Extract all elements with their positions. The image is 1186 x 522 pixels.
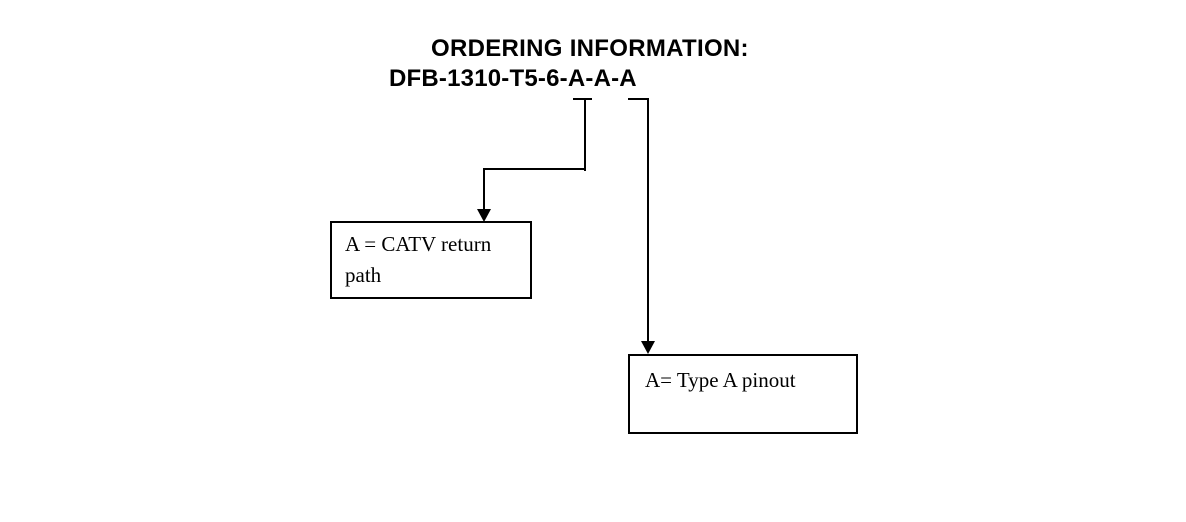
page-title: ORDERING INFORMATION: xyxy=(431,35,749,62)
callout-text-line: A= Type A pinout xyxy=(645,368,796,392)
connector-tick-vertical xyxy=(584,98,586,171)
callout-box-type-a-pinout: A= Type A pinout xyxy=(628,354,858,434)
arrow-down-icon xyxy=(641,341,655,354)
callout-text-line: path xyxy=(345,263,382,287)
connector-bracket-horizontal xyxy=(628,98,649,100)
connector-step-vertical xyxy=(483,168,485,211)
connector-step-horizontal xyxy=(483,168,586,170)
part-number: DFB-1310-T5-6-A-A-A xyxy=(389,65,637,92)
callout-text-line: A = CATV return xyxy=(345,232,492,256)
connector-tick-horizontal xyxy=(573,98,592,100)
connector-bracket-vertical xyxy=(647,98,649,343)
arrow-down-icon xyxy=(477,209,491,222)
callout-box-catv-return-path: A = CATV return path xyxy=(330,221,532,299)
